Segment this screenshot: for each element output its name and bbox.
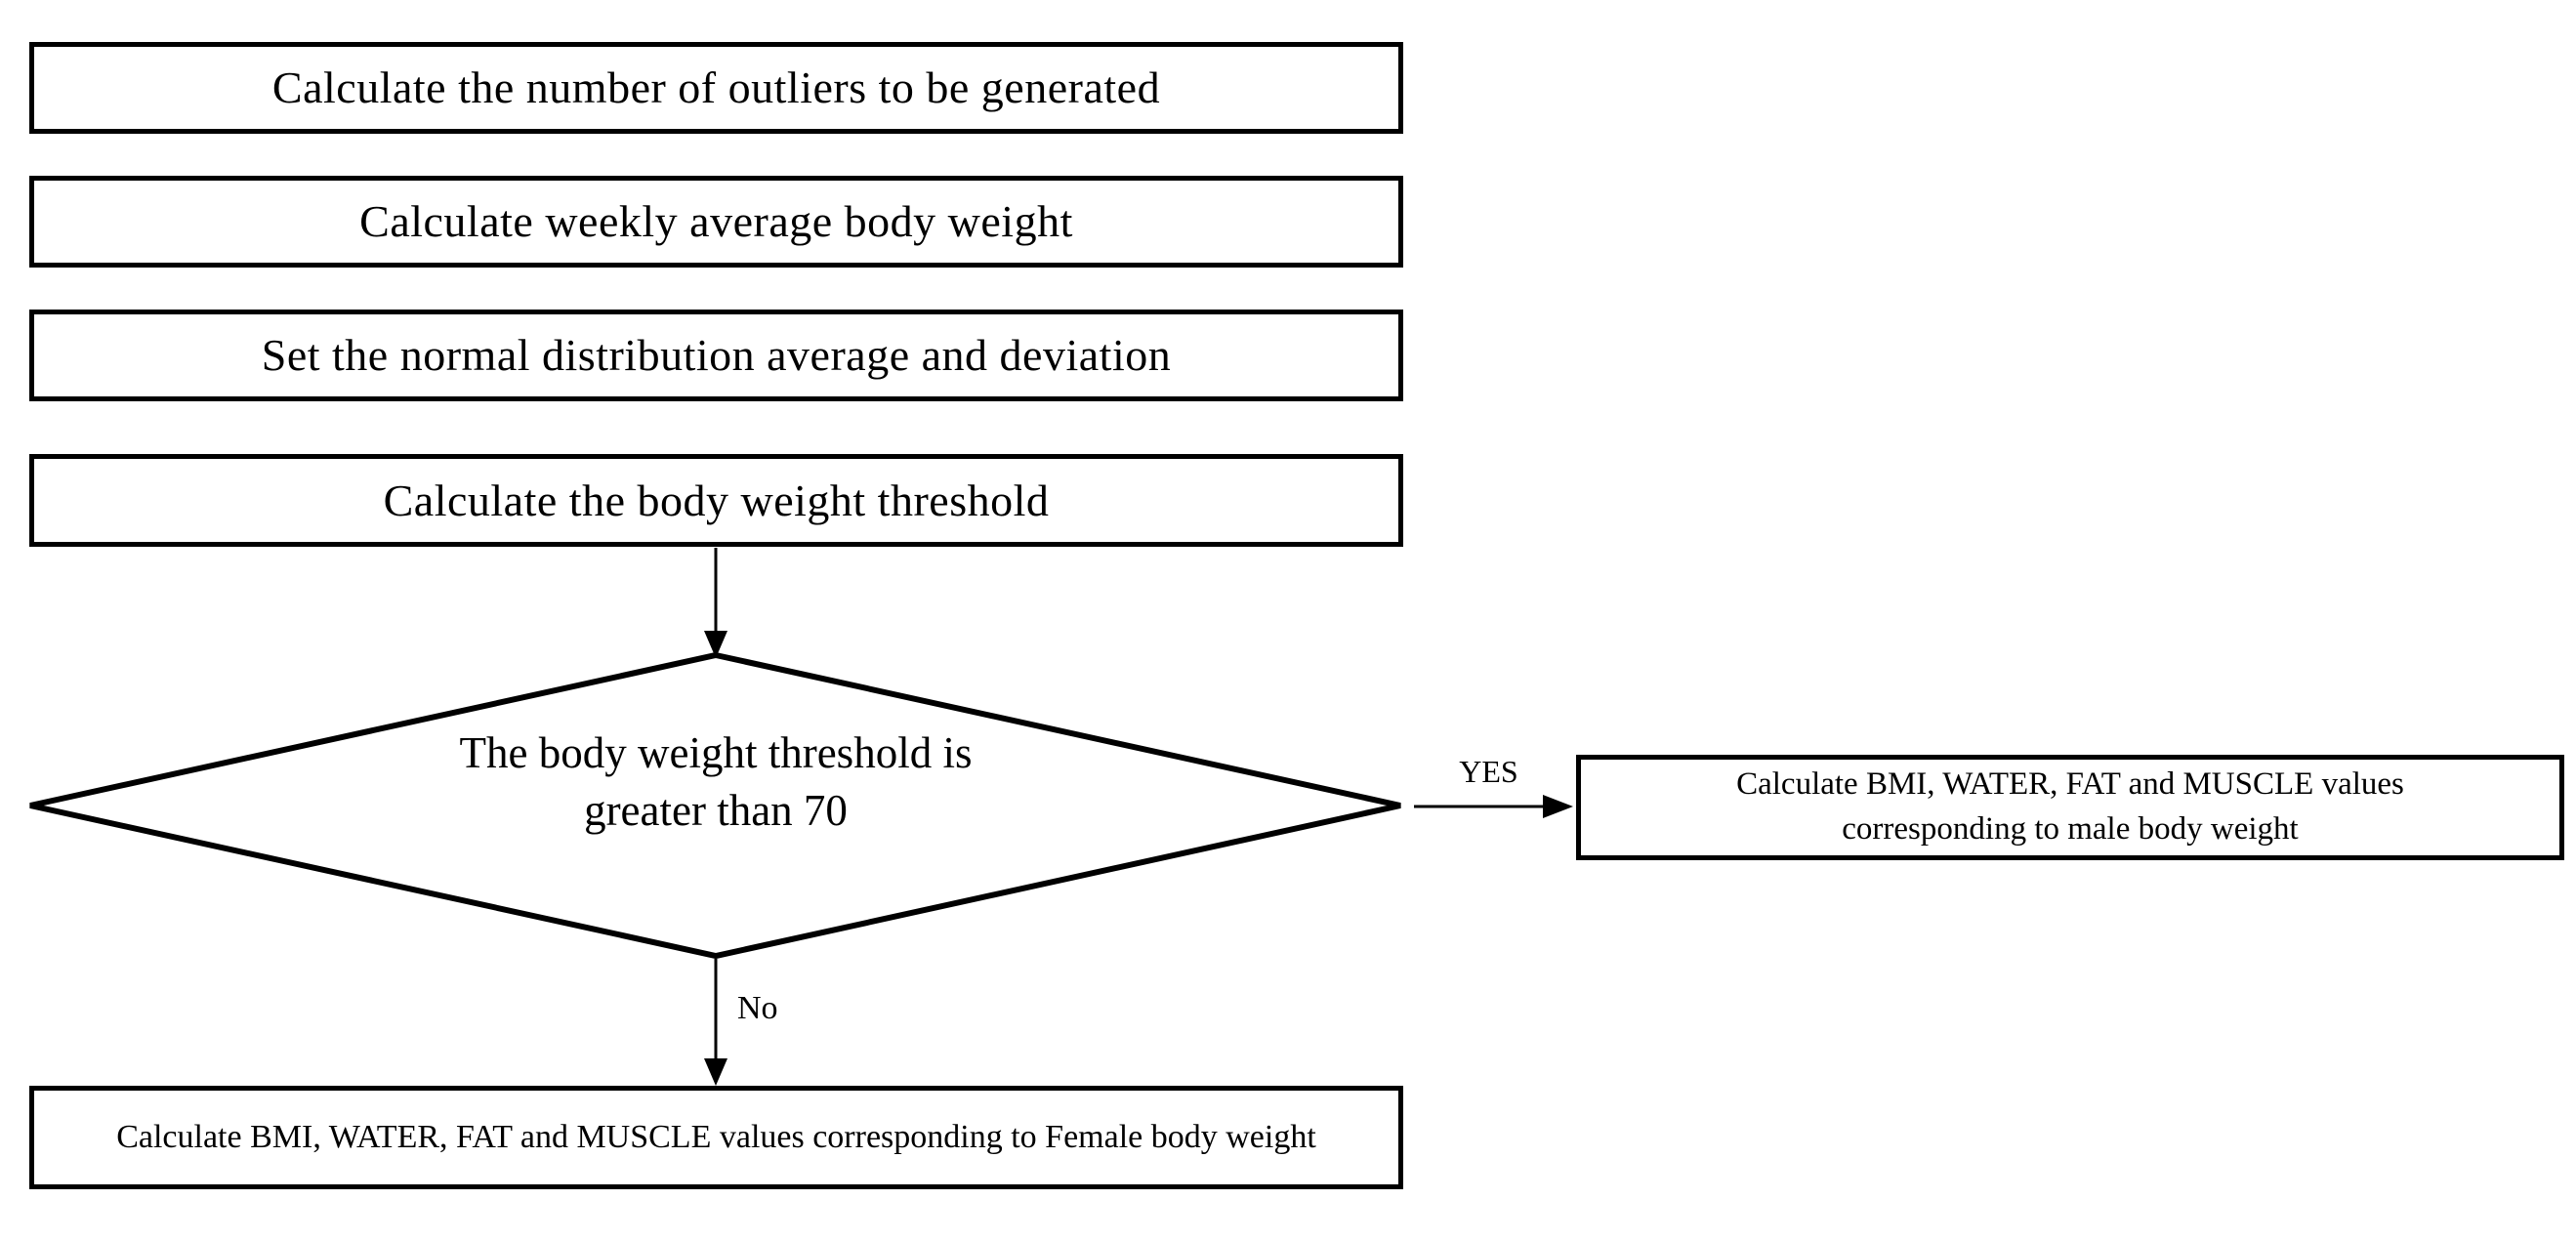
branch-label-no: No xyxy=(737,990,778,1027)
result-box-female-label: Calculate BMI, WATER, FAT and MUSCLE val… xyxy=(116,1119,1316,1155)
arrow-decision-to-female-box xyxy=(704,959,727,1086)
arrow-step4-to-decision xyxy=(704,548,727,658)
decision-label-line2: greater than 70 xyxy=(584,786,848,836)
process-step-normal-distribution: Set the normal distribution average and … xyxy=(29,310,1403,401)
process-step-weekly-average: Calculate weekly average body weight xyxy=(29,176,1403,268)
result-box-male: Calculate BMI, WATER, FAT and MUSCLE val… xyxy=(1576,755,2564,860)
decision-diamond-shape xyxy=(29,651,1401,960)
arrow-decision-to-male-box xyxy=(1414,795,1573,818)
process-step-label: Set the normal distribution average and … xyxy=(261,330,1172,381)
process-step-threshold: Calculate the body weight threshold xyxy=(29,454,1403,547)
decision-label-line1: The body weight threshold is xyxy=(459,728,973,777)
decision-label: The body weight threshold is greater tha… xyxy=(276,724,1155,841)
process-step-label: Calculate weekly average body weight xyxy=(359,196,1073,247)
result-box-male-line1: Calculate BMI, WATER, FAT and MUSCLE val… xyxy=(1736,766,2404,803)
process-step-label: Calculate the body weight threshold xyxy=(383,475,1050,525)
result-box-female: Calculate BMI, WATER, FAT and MUSCLE val… xyxy=(29,1086,1403,1189)
process-step-outliers: Calculate the number of outliers to be g… xyxy=(29,42,1403,134)
process-step-label: Calculate the number of outliers to be g… xyxy=(271,62,1161,113)
result-box-male-line2: corresponding to male body weight xyxy=(1842,811,2299,847)
branch-label-yes: YES xyxy=(1428,754,1550,790)
